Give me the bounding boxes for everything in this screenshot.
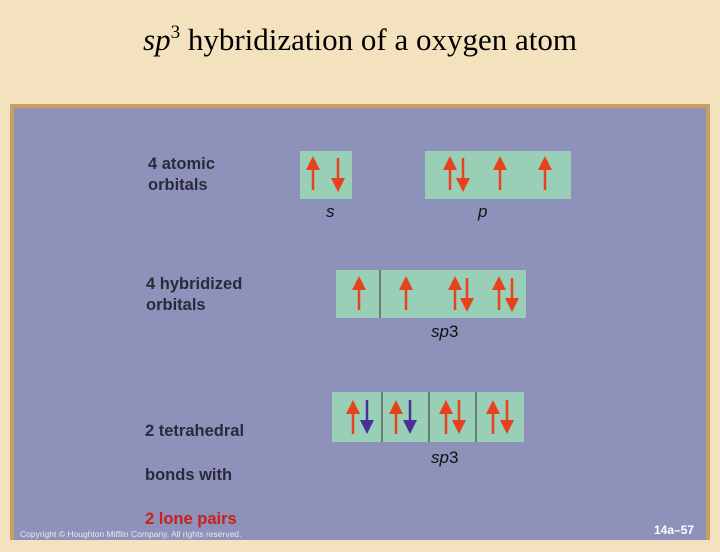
tetrahedral-bonds-label: 2 tetrahedral bonds with 2 lone pairs <box>145 398 244 552</box>
p-orbital-electrons <box>443 156 552 192</box>
s-caption: s <box>326 202 335 222</box>
slide-number: 14a–57 <box>654 523 695 537</box>
sp3-caption-bonding: sp3 <box>431 448 458 468</box>
title-bar: sp3 hybridization of a oxygen atom <box>0 0 720 104</box>
tetrahedral-label-line2: bonds with <box>145 466 233 484</box>
sp3-caption-bonding-sup: 3 <box>448 448 459 467</box>
slide-title: sp3 hybridization of a oxygen atom <box>0 22 720 58</box>
lone-pairs-label: 2 lone pairs <box>145 510 237 528</box>
p-caption-text: p <box>478 202 488 221</box>
sp3-hybrid-electrons <box>352 276 519 312</box>
diagram-panel <box>10 104 710 540</box>
title-sp: sp <box>143 22 171 57</box>
p-caption: p <box>478 202 487 222</box>
title-text: hybridization of a oxygen atom <box>180 22 577 57</box>
s-orbital-electrons <box>306 156 345 192</box>
sp3-bonding-electrons <box>346 400 514 434</box>
s-orbital-box <box>300 151 352 199</box>
hybridized-orbitals-label: 4 hybridized orbitals <box>146 275 243 314</box>
sp3-caption-bonding-base: sp <box>431 448 449 467</box>
s-caption-text: s <box>326 202 335 221</box>
title-superscript: 3 <box>170 22 181 43</box>
orbital-arrows <box>306 156 552 442</box>
sp3-caption-hybrid: sp3 <box>431 322 458 342</box>
sp3-caption-hybrid-base: sp <box>431 322 449 341</box>
copyright-notice: Copyright © Houghton Mifflin Company. Al… <box>20 529 242 539</box>
atomic-orbitals-label: 4 atomic orbitals <box>148 155 215 194</box>
tetrahedral-label-line1: 2 tetrahedral <box>145 422 245 440</box>
sp3-caption-hybrid-sup: 3 <box>448 322 459 341</box>
sp3-hybrid-box <box>336 270 526 318</box>
